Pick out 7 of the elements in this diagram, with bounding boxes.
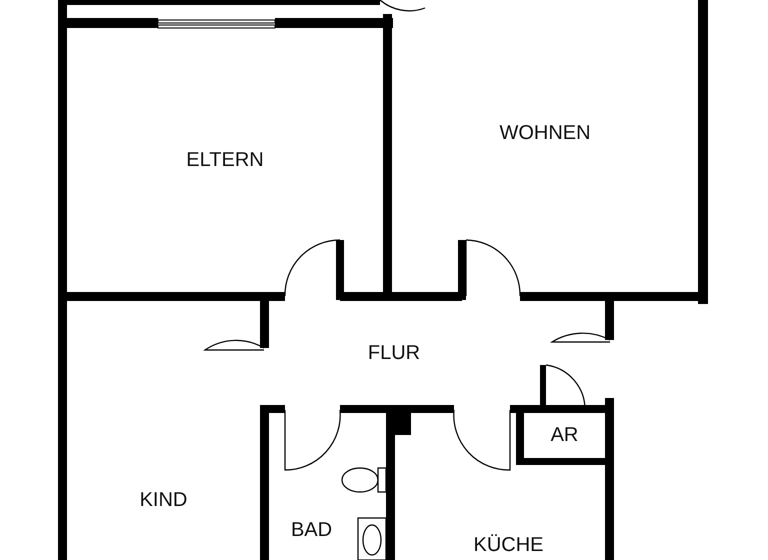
room-label: AR <box>550 424 578 447</box>
room-label: WOHNEN <box>499 122 591 144</box>
room-label: BAD <box>290 518 332 542</box>
room-label: ELTERN <box>186 148 264 172</box>
room-label: KÜCHE <box>473 534 544 556</box>
room-label: KIND <box>140 488 188 512</box>
room-label: FLUR <box>368 342 420 364</box>
